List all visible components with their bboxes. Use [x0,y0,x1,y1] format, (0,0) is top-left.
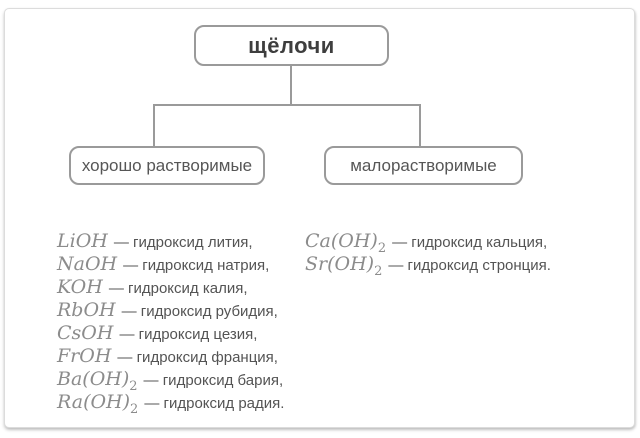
legend-column-well-soluble: LiOH — гидроксид лития, NaOH — гидроксид н… [57,230,285,417]
tree-node-poorly-soluble-label: малорастворимые [350,155,497,175]
chemical-formula: Ca(OH)2 [305,230,387,256]
formula-description: — гидроксид калия, [108,280,248,297]
formula-description: — гидроксид франция, [117,349,278,366]
formula-description: — гидроксид натрия, [123,257,270,274]
chemical-formula: Sr(OH)2 [305,253,383,279]
chemical-formula: RbOH [57,299,116,321]
legend-line: RbOH — гидроксид рубидия, [57,299,284,322]
legend-line: FrOH — гидроксид франция, [57,345,284,368]
legend-column-poorly-soluble: Ca(OH)2 — гидроксид кальция, Sr(OH)2 — гид… [305,230,551,279]
legend-line: LiOH — гидроксид лития, [57,230,284,253]
chemical-formula: CsOH [57,322,114,344]
tree-root-label: щёлочи [248,32,335,58]
formula-description: — гидроксид кальция, [392,234,548,251]
formula-description: — гидроксид рубидия, [121,303,278,320]
tree-root-node-alkalis: щёлочи [194,25,389,66]
legend-line: Ra(OH)2 — гидроксид радия. [57,391,285,417]
diagram-card: щёлочи хорошо растворимые малорастворимы… [4,8,635,428]
legend-line: Ca(OH)2 — гидроксид кальция, [305,230,551,256]
legend-line: CsOH — гидроксид цезия, [57,322,284,345]
tree-node-well-soluble-label: хорошо растворимые [81,155,253,175]
chemical-formula: FrOH [57,345,112,367]
legend-line: KOH — гидроксид калия, [57,276,284,299]
formula-description: — гидроксид бария, [143,372,284,389]
connector-root-vertical-line [290,66,292,106]
tree-node-poorly-soluble: малорастворимые [324,146,523,185]
formula-description: — гидроксид лития, [113,234,253,251]
legend-line: Sr(OH)2 — гидроксид стронция. [305,253,551,279]
connector-right-vertical-line [419,104,421,148]
legend-line: Ba(OH)2 — гидроксид бария, [57,368,284,394]
formula-description: — гидроксид стронция. [388,257,551,274]
formula-description: — гидроксид цезия, [119,326,258,343]
chemical-formula: KOH [57,276,103,298]
chemical-formula: LiOH [57,230,108,252]
connector-left-vertical-line [153,104,155,148]
chemical-formula: NaOH [57,253,118,275]
chemical-formula: Ra(OH)2 [57,391,139,417]
chemical-formula: Ba(OH)2 [57,368,138,394]
formula-description: — гидроксид радия. [144,395,285,412]
connector-horizontal-line [153,104,421,106]
legend-line: NaOH — гидроксид натрия, [57,253,284,276]
tree-node-well-soluble: хорошо растворимые [69,146,265,185]
